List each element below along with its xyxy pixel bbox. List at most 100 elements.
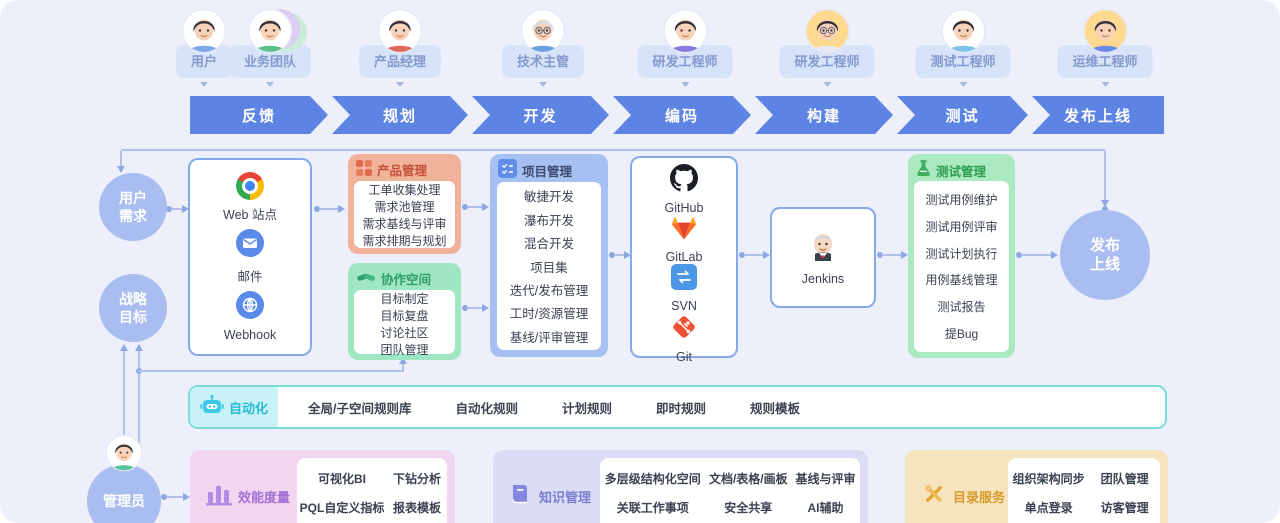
list-item: 多层级结构化空间 [604, 472, 701, 486]
gitlab-label: GitLab [665, 250, 703, 264]
mail-item: 邮件 [236, 229, 264, 285]
role-test-engineer: 测试工程师 [915, 8, 1011, 87]
collab-space-box: 协作空间 目标制定目标复盘讨论社区团队管理 [348, 263, 461, 360]
dev-engineer-avatar [662, 8, 708, 54]
caret-down-icon [958, 82, 967, 87]
ops-engineer-avatar [1082, 8, 1128, 54]
web-site-label: Web 站点 [223, 208, 277, 222]
svn-item: SVN [671, 264, 697, 313]
list-item: 讨论社区 [380, 326, 429, 340]
webhook-label: Webhook [223, 328, 277, 342]
stage-chevron: 编码 [613, 96, 751, 134]
list-item: 项目集 [530, 260, 568, 275]
github-item: GitHub [665, 164, 703, 215]
test-management-box: 测试管理 测试用例维护测试用例评审测试计划执行用例基线管理测试报告提Bug [908, 154, 1015, 358]
jenkins-icon [806, 229, 840, 268]
svn-label: SVN [671, 299, 697, 313]
test-items: 测试用例维护测试用例评审测试计划执行用例基线管理测试报告提Bug [914, 181, 1009, 352]
list-item: 迭代/发布管理 [509, 283, 589, 298]
product-management-icon [356, 160, 372, 179]
ci-box: Jenkins [770, 207, 876, 308]
role-business-team: 业务团队 [228, 8, 312, 87]
code-repo-box: GitHub GitLab SVN Git [630, 156, 738, 364]
list-item: 测试用例维护 [925, 192, 998, 207]
role-dev-engineer: 研发工程师 [779, 8, 875, 87]
stage-chevron: 测试 [897, 96, 1028, 134]
caret-down-icon [680, 82, 689, 87]
caret-down-icon [199, 82, 208, 87]
bar-chart-icon [206, 482, 232, 511]
git-item: Git [670, 313, 698, 364]
caret-down-icon [265, 82, 274, 87]
project-management-box: 项目管理 敏捷开发瀑布开发混合开发项目集迭代/发布管理工时/资源管理基线/评审管… [490, 154, 608, 357]
caret-down-icon [822, 82, 831, 87]
list-item: 可视化BI [317, 472, 366, 486]
collab-space-title: 协作空间 [381, 273, 432, 287]
list-item: 访客管理 [1100, 501, 1149, 515]
svn-icon [671, 264, 697, 295]
product-management-title: 产品管理 [377, 164, 428, 178]
list-item: 自动化规则 [455, 401, 519, 416]
gitlab-item: GitLab [665, 215, 703, 264]
list-item: 需求基线与评审 [362, 217, 447, 231]
list-item: 混合开发 [523, 237, 574, 252]
role-dev-engineer: 研发工程师 [637, 8, 733, 87]
list-item: PQL自定义指标 [299, 501, 385, 515]
webhook-icon [236, 291, 264, 324]
admin-node: 管理员 [87, 464, 161, 523]
stage-chevron: 反馈 [190, 96, 328, 134]
list-item: 文档/表格/画板 [708, 472, 788, 486]
directory-service-title: 目录服务 [953, 489, 1006, 505]
product-management-box: 产品管理 工单收集处理需求池管理需求基线与评审需求排期与规划 [348, 154, 461, 254]
list-item: 计划规则 [562, 401, 613, 416]
role-label: 运维工程师 [1057, 45, 1153, 78]
project-items: 敏捷开发瀑布开发混合开发项目集迭代/发布管理工时/资源管理基线/评审管理 [497, 182, 601, 350]
directory-service-box: 目录服务 组织架构同步团队管理单点登录访客管理 [905, 450, 1168, 523]
test-management-title: 测试管理 [936, 164, 987, 179]
list-item: 敏捷开发 [523, 190, 574, 205]
project-management-title: 项目管理 [522, 164, 573, 179]
git-icon [670, 313, 698, 346]
caret-down-icon [1100, 82, 1109, 87]
list-item: 目标制定 [380, 292, 429, 306]
book-icon [509, 482, 533, 511]
user-avatar [181, 8, 227, 54]
list-item: 测试用例评审 [925, 219, 998, 234]
product-items: 工单收集处理需求池管理需求基线与评审需求排期与规划 [354, 181, 455, 248]
git-label: Git [676, 350, 692, 364]
list-item: 基线与评审 [795, 472, 856, 486]
list-item: 团队管理 [1100, 472, 1149, 486]
list-item: 规则模板 [750, 401, 801, 416]
list-item: 报表模板 [392, 501, 441, 515]
directory-items: 组织架构同步团队管理单点登录访客管理 [1008, 458, 1160, 523]
automation-bar: 自动化 全局/子空间规则库自动化规则计划规则即时规则规则模板 [188, 385, 1167, 429]
tech-lead-avatar [520, 8, 566, 54]
entry-channels-box: Web 站点 邮件 Webhook [188, 158, 312, 356]
flask-icon [916, 160, 931, 180]
caret-down-icon [395, 82, 404, 87]
tools-icon [921, 481, 947, 512]
stage-chevron: 发布上线 [1032, 96, 1164, 134]
list-item: 测试计划执行 [925, 246, 998, 261]
stage-chevron: 开发 [472, 96, 609, 134]
role-tech-lead: 技术主管 [501, 8, 585, 87]
gitlab-icon [670, 215, 698, 246]
strategy-goal-node: 战略目标 [99, 274, 167, 342]
list-item: AI辅助 [807, 501, 844, 515]
robot-icon [200, 394, 224, 421]
list-item: 瀑布开发 [523, 213, 574, 228]
business-team-avatar [247, 8, 307, 54]
test-engineer-avatar [940, 8, 986, 54]
list-item: 工时/资源管理 [509, 307, 589, 322]
admin-avatar [105, 434, 143, 477]
list-item: 需求池管理 [374, 200, 435, 214]
chrome-icon [235, 172, 264, 200]
list-item: 安全共享 [724, 501, 773, 515]
caret-down-icon [538, 82, 547, 87]
list-item: 工单收集处理 [368, 183, 441, 197]
stage-chevron: 构建 [755, 96, 893, 134]
product-manager-avatar [377, 8, 423, 54]
user-needs-node: 用户需求 [99, 173, 167, 241]
